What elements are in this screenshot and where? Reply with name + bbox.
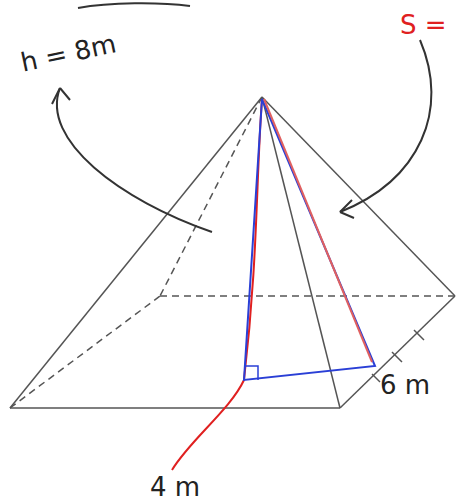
height-label: h = 8m bbox=[18, 30, 118, 76]
base-dimension: 4 m bbox=[150, 474, 200, 500]
base-dimension: 6 m bbox=[380, 372, 430, 398]
slant-height-label: S = bbox=[400, 12, 447, 38]
